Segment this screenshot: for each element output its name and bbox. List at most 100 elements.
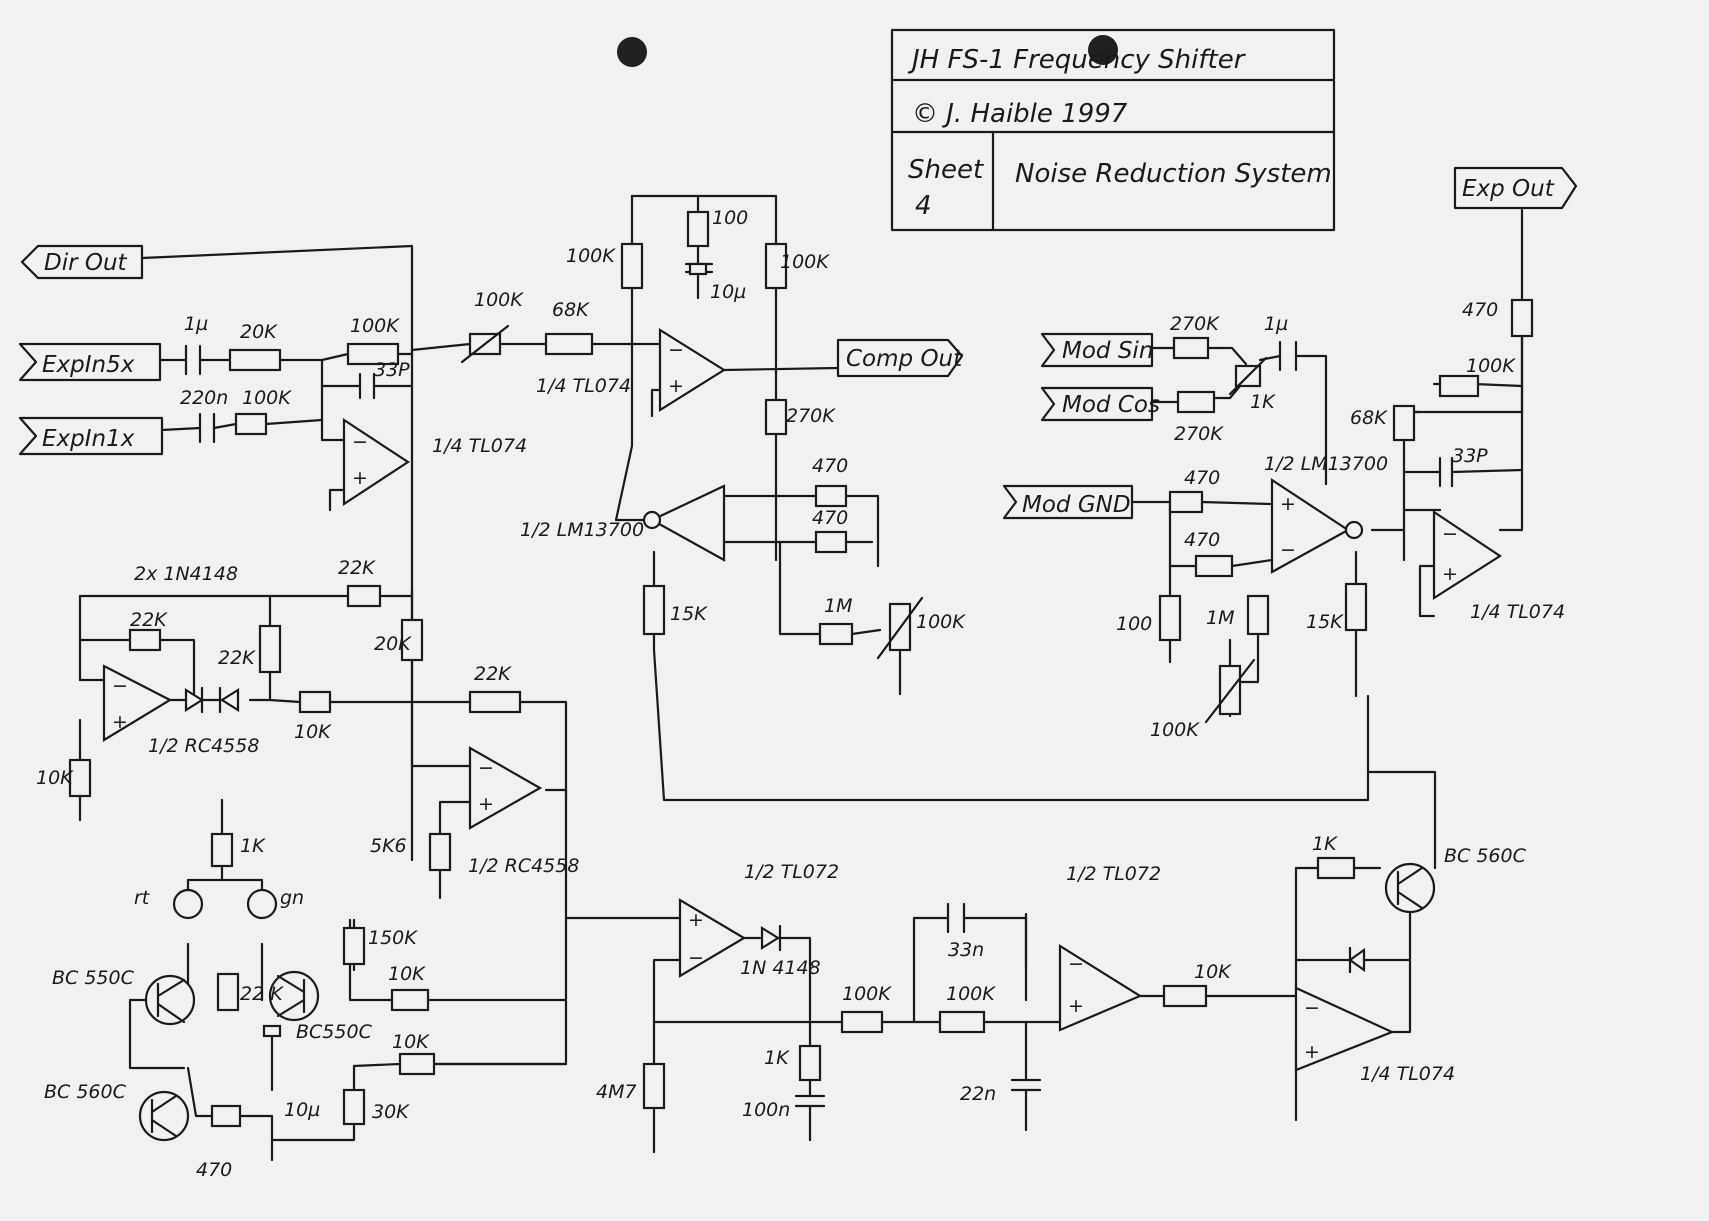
svg-text:22K: 22K bbox=[218, 647, 256, 669]
svg-text:270K: 270K bbox=[1174, 423, 1224, 445]
svg-text:1/4 TL074: 1/4 TL074 bbox=[1470, 601, 1565, 623]
svg-text:470: 470 bbox=[812, 455, 848, 477]
transistor-q1 bbox=[144, 974, 196, 1026]
svg-text:+: + bbox=[1068, 995, 1084, 1017]
port-mod-cos: Mod Cos bbox=[1040, 386, 1160, 422]
svg-text:100K: 100K bbox=[842, 983, 892, 1005]
svg-text:1/2 TL072: 1/2 TL072 bbox=[744, 861, 839, 883]
svg-text:270K: 270K bbox=[1170, 313, 1220, 335]
svg-text:−: − bbox=[478, 757, 494, 779]
svg-text:10K: 10K bbox=[388, 963, 426, 985]
svg-text:Mod Sin: Mod Sin bbox=[1062, 338, 1153, 364]
svg-text:20K: 20K bbox=[240, 321, 278, 343]
opamp-1: −+ bbox=[342, 417, 411, 507]
sheet-number: 4 bbox=[915, 191, 932, 221]
svg-text:1/2 TL072: 1/2 TL072 bbox=[1066, 863, 1161, 885]
opamp-6: −+ bbox=[1058, 944, 1143, 1032]
svg-text:+: + bbox=[352, 467, 368, 489]
svg-text:−: − bbox=[352, 431, 368, 453]
svg-text:1K: 1K bbox=[764, 1047, 790, 1069]
opamp-8: −+ bbox=[1432, 509, 1503, 601]
svg-text:10K: 10K bbox=[392, 1031, 430, 1053]
svg-text:Mod Cos: Mod Cos bbox=[1062, 392, 1160, 418]
svg-text:220n: 220n bbox=[180, 387, 228, 409]
svg-text:−: − bbox=[668, 339, 684, 361]
svg-text:4M7: 4M7 bbox=[596, 1081, 637, 1103]
port-exp-in-5x: ExpIn5x bbox=[18, 342, 162, 382]
svg-text:1/2 LM13700: 1/2 LM13700 bbox=[520, 519, 644, 541]
punch-hole-left bbox=[617, 37, 647, 67]
svg-text:−: − bbox=[688, 947, 704, 969]
title-block: JH FS-1 Frequency Shifter © J. Haible 19… bbox=[890, 28, 1336, 232]
svg-text:−: − bbox=[1304, 997, 1320, 1019]
svg-text:15K: 15K bbox=[1306, 611, 1344, 633]
svg-text:100K: 100K bbox=[1466, 355, 1516, 377]
svg-text:Dir Out: Dir Out bbox=[44, 250, 128, 276]
svg-text:1/4 TL074: 1/4 TL074 bbox=[432, 435, 527, 457]
svg-text:100K: 100K bbox=[566, 245, 616, 267]
svg-text:gn: gn bbox=[280, 887, 304, 909]
svg-text:22K: 22K bbox=[338, 557, 376, 579]
svg-text:30K: 30K bbox=[372, 1101, 410, 1123]
svg-text:22 K: 22 K bbox=[240, 983, 284, 1005]
port-comp-out: Comp Out bbox=[836, 338, 963, 378]
svg-text:10K: 10K bbox=[294, 721, 332, 743]
svg-text:+: + bbox=[688, 909, 704, 931]
sheet-label: Sheet bbox=[908, 155, 984, 185]
svg-text:ExpIn1x: ExpIn1x bbox=[42, 426, 135, 452]
transistor-q3 bbox=[138, 1090, 190, 1142]
svg-text:1/4 TL074: 1/4 TL074 bbox=[536, 375, 631, 397]
component-labels: 1µ 20K 100K 33P 220n 100K 1/4 TL074 100K… bbox=[36, 207, 1565, 1181]
port-exp-out: Exp Out bbox=[1453, 166, 1578, 210]
port-exp-in-1x: ExpIn1x bbox=[18, 416, 164, 456]
svg-text:−: − bbox=[1068, 953, 1084, 975]
svg-text:100n: 100n bbox=[742, 1099, 790, 1121]
svg-text:BC550C: BC550C bbox=[296, 1021, 373, 1043]
svg-text:BC 560C: BC 560C bbox=[1444, 845, 1527, 867]
svg-text:68K: 68K bbox=[552, 299, 590, 321]
svg-text:1M: 1M bbox=[824, 595, 852, 617]
svg-text:1µ: 1µ bbox=[184, 313, 208, 335]
svg-text:+: + bbox=[1442, 563, 1458, 585]
title-text: JH FS-1 Frequency Shifter bbox=[907, 45, 1247, 75]
svg-text:100K: 100K bbox=[946, 983, 996, 1005]
svg-text:100K: 100K bbox=[1150, 719, 1200, 741]
diodes bbox=[172, 686, 1366, 974]
svg-text:100K: 100K bbox=[350, 315, 400, 337]
svg-text:−: − bbox=[1280, 539, 1296, 561]
punch-hole-right bbox=[1088, 35, 1118, 65]
svg-text:270K: 270K bbox=[786, 405, 836, 427]
capacitors bbox=[184, 262, 1454, 1108]
svg-text:2x 1N4148: 2x 1N4148 bbox=[134, 563, 238, 585]
svg-text:10K: 10K bbox=[1194, 961, 1232, 983]
svg-text:10K: 10K bbox=[36, 767, 74, 789]
svg-text:1K: 1K bbox=[240, 835, 266, 857]
svg-text:1/2 RC4558: 1/2 RC4558 bbox=[148, 735, 259, 757]
ota-2: +− bbox=[1270, 477, 1364, 574]
svg-text:100: 100 bbox=[1116, 613, 1152, 635]
svg-text:BC 560C: BC 560C bbox=[44, 1081, 127, 1103]
svg-text:5K6: 5K6 bbox=[370, 835, 407, 857]
svg-text:1M: 1M bbox=[1206, 607, 1234, 629]
svg-text:+: + bbox=[1280, 493, 1296, 515]
port-mod-gnd: Mod GND bbox=[1002, 484, 1134, 520]
svg-text:15K: 15K bbox=[670, 603, 708, 625]
svg-text:22K: 22K bbox=[130, 609, 168, 631]
svg-text:1µ: 1µ bbox=[1264, 313, 1288, 335]
ota-1 bbox=[642, 484, 726, 562]
svg-text:Mod GND: Mod GND bbox=[1022, 492, 1131, 518]
svg-text:−: − bbox=[1442, 523, 1458, 545]
svg-text:100K: 100K bbox=[780, 251, 830, 273]
svg-text:1/4 TL074: 1/4 TL074 bbox=[1360, 1063, 1455, 1085]
svg-text:10µ: 10µ bbox=[284, 1099, 320, 1121]
svg-text:1N 4148: 1N 4148 bbox=[740, 957, 821, 979]
svg-text:1K: 1K bbox=[1312, 833, 1338, 855]
svg-text:470: 470 bbox=[1184, 529, 1220, 551]
svg-text:ExpIn5x: ExpIn5x bbox=[42, 352, 135, 378]
svg-text:470: 470 bbox=[1184, 467, 1220, 489]
svg-text:33P: 33P bbox=[1452, 445, 1488, 467]
svg-text:+: + bbox=[668, 375, 684, 397]
sheet-title: Noise Reduction System bbox=[1015, 159, 1332, 189]
opamp-3: −+ bbox=[102, 664, 173, 742]
opamp-7: −+ bbox=[1294, 986, 1395, 1072]
